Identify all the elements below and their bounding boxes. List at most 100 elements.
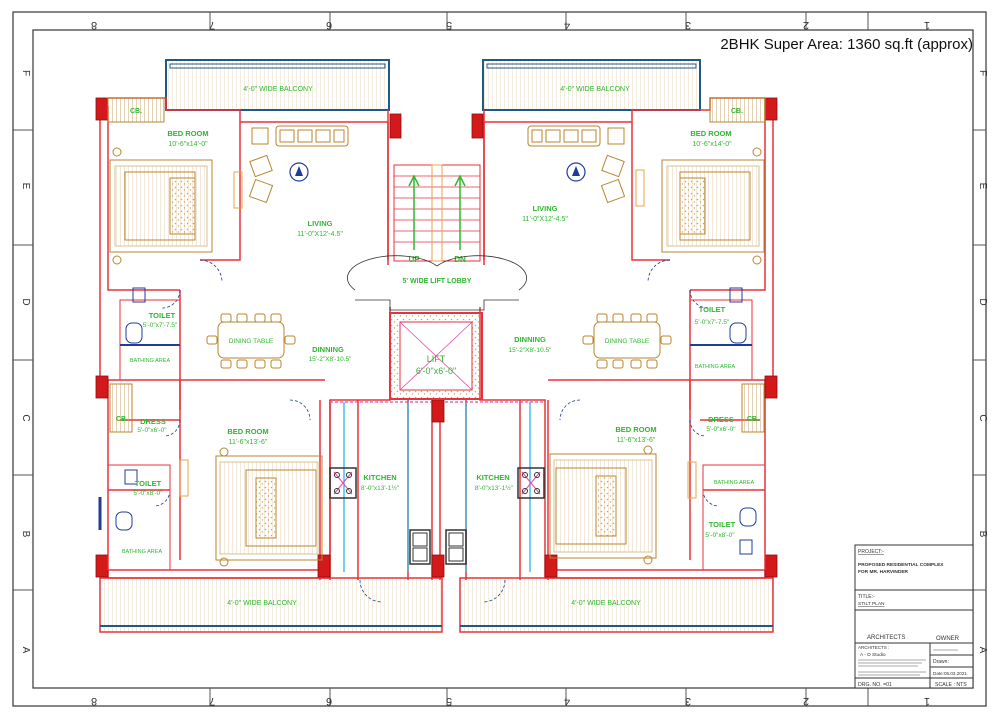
balcony-bottom-right: 4'-0" WIDE BALCONY [459,577,774,633]
bottom-col-4: 4 [564,695,570,707]
toilet-bottom-left: TOILET 5'-0"x8'-0" BATHING AREA [98,464,171,571]
balcony-top-left: 4'-0" WIDE BALCONY [165,59,390,111]
toilet-top-right: TOILET 5'-0"x7'-7.5" BATHING AREA [689,287,753,381]
toilet-bottom-right: BATHING AREA TOILET 5'-0"x8'-0" [702,464,766,571]
lift-label: LIFT [427,354,446,364]
bathing-area-bottom-left: BATHING AREA [122,549,163,555]
left-row-e: E [20,183,31,190]
balcony-bottom-left: 4'-0" WIDE BALCONY [99,577,443,633]
top-col-1: 1 [924,19,930,31]
title-block-architects-sub: ARCHITECTS : [858,645,889,650]
title-block-studio: A - D Studio [860,652,886,658]
lift-lobby: 5' WIDE LIFT LOBBY [346,255,528,311]
living-sofa-left [233,125,349,209]
title-block-architects: ARCHITECTS [867,635,905,641]
sheet-border-outer [12,11,987,707]
living-right-name: LIVING [532,204,557,213]
cb-label-bottom-right: CB. [747,416,759,423]
bedroom-top-right-size: 10'-6"x14'-0" [692,141,732,148]
top-col-6: 6 [326,19,332,31]
title-block-project-line2: FOR MR. HARVINDER [858,569,909,575]
dress-right: CB. DRESS 5'-0"x6'-0" [706,383,765,433]
bottom-col-1: 1 [924,695,930,707]
bed-top-right [635,147,765,265]
bottom-column-labels: 8 7 6 5 4 3 2 1 [91,688,930,707]
toilet-bottom-right-size: 5'-0"x8'-0" [705,532,735,539]
living-sofa-right [527,125,626,204]
stair-up-label: UP [408,255,420,264]
title-block-title-value: STILT PLAN [858,601,885,607]
dining-table-right-label: DINING TABLE [605,338,650,345]
title-block-drawn: Drawn: [933,659,949,665]
balcony-bottom-right-label: 4'-0" WIDE BALCONY [571,600,641,607]
dining-table-left-label: DINING TABLE [229,338,274,345]
bathing-area-top-right: BATHING AREA [695,364,736,370]
left-row-f: F [20,70,31,76]
bedroom-top-left-name: BED ROOM [167,129,208,138]
top-col-4: 4 [564,19,570,31]
toilet-bottom-left-name: TOILET [135,479,162,488]
dining-left-name: DINNING [312,345,344,354]
balcony-bottom-left-label: 4'-0" WIDE BALCONY [227,600,297,607]
cupboard-top-right: CB. [709,97,766,123]
kitchen-right: KITCHEN 8'-0"x13'-1½" [445,467,545,565]
stair-dn-label: DN [454,255,466,264]
dining-right-size: 15'-2"X8'-10.5" [509,347,553,354]
bedroom-bottom-right-name: BED ROOM [615,425,656,434]
bedroom-top-left-size: 10'-6"x14'-0" [168,141,208,148]
bedroom-bottom-right-size: 11'-6"x13'-6" [617,437,656,444]
right-row-e: E [977,183,988,190]
dining-table-left: DINING TABLE [206,313,296,369]
cb-label-top-left: CB. [130,108,142,115]
bottom-col-3: 3 [685,695,691,707]
title-block-scale: SCALE : NTS [935,682,967,688]
title-block-project-label: PROJECT:- [858,549,884,555]
super-area-title: 2BHK Super Area: 1360 sq.ft (approx) [720,36,973,53]
title-block-drg-no: DRG. NO. =01 [858,682,892,688]
title-block-project-line1: PROPOSED RESIDENTIAL COMPLEX [858,562,944,568]
bottom-col-7: 7 [209,695,215,707]
bathing-area-bottom-right: BATHING AREA [714,480,755,486]
compass-icon-left [289,162,309,182]
sheet-border-inner [32,29,974,689]
toilet-top-left-name: TOILET [149,311,176,320]
left-row-labels: F E D C B A [13,70,33,654]
dress-left-size: 5'-0"x6'-0" [137,427,167,434]
lift-size: 6'-0"x6'-0" [416,366,456,376]
right-row-d: D [977,298,988,305]
toilet-top-left-size: 5'-0"x7'-7.5" [143,322,178,329]
kitchen-counters [330,401,545,572]
top-col-3: 3 [685,19,691,31]
dress-left: CB. DRESS 5'-0"x6'-0" [109,383,167,434]
lift-shaft: LIFT 6'-0"x6'-0" [389,312,483,400]
top-col-2: 2 [803,19,809,31]
top-col-5: 5 [446,19,452,31]
left-row-d: D [20,298,31,305]
dining-table-right: DINING TABLE [582,313,672,369]
left-row-c: C [20,414,31,421]
dress-left-name: DRESS [140,417,166,426]
bed-bottom-left [179,447,323,567]
living-right-size: 11'-0"X12'-4.5" [522,216,568,223]
bedroom-top-right-name: BED ROOM [690,129,731,138]
bottom-col-5: 5 [446,695,452,707]
compass-icon-right [566,162,586,182]
balcony-top-right: 4'-0" WIDE BALCONY [482,59,701,111]
kitchen-left: KITCHEN 8'-0"x13'-1½" [329,467,431,565]
toilet-top-right-size: 5'-0"x7'-7.5" [695,319,730,326]
living-left-size: 11'-0"X12'-4.5" [297,231,343,238]
title-block-title-label: TITLE:- [858,594,875,600]
bedroom-bottom-left-name: BED ROOM [227,427,268,436]
top-col-7: 7 [209,19,215,31]
toilet-top-left: TOILET 5'-0"x7'-7.5" BATHING AREA [119,287,181,381]
bottom-col-8: 8 [91,695,97,707]
right-row-labels: F E D C B A [973,70,988,654]
cb-label-bottom-left: CB. [116,416,128,423]
kitchen-right-size: 8'-0"x13'-1½" [475,484,514,492]
toilet-top-right-name: TOILET [699,305,726,314]
top-column-labels: 8 7 6 5 4 3 2 1 [91,12,930,31]
left-row-a: A [20,647,31,654]
top-col-8: 8 [91,19,97,31]
bed-bottom-right [549,445,697,565]
